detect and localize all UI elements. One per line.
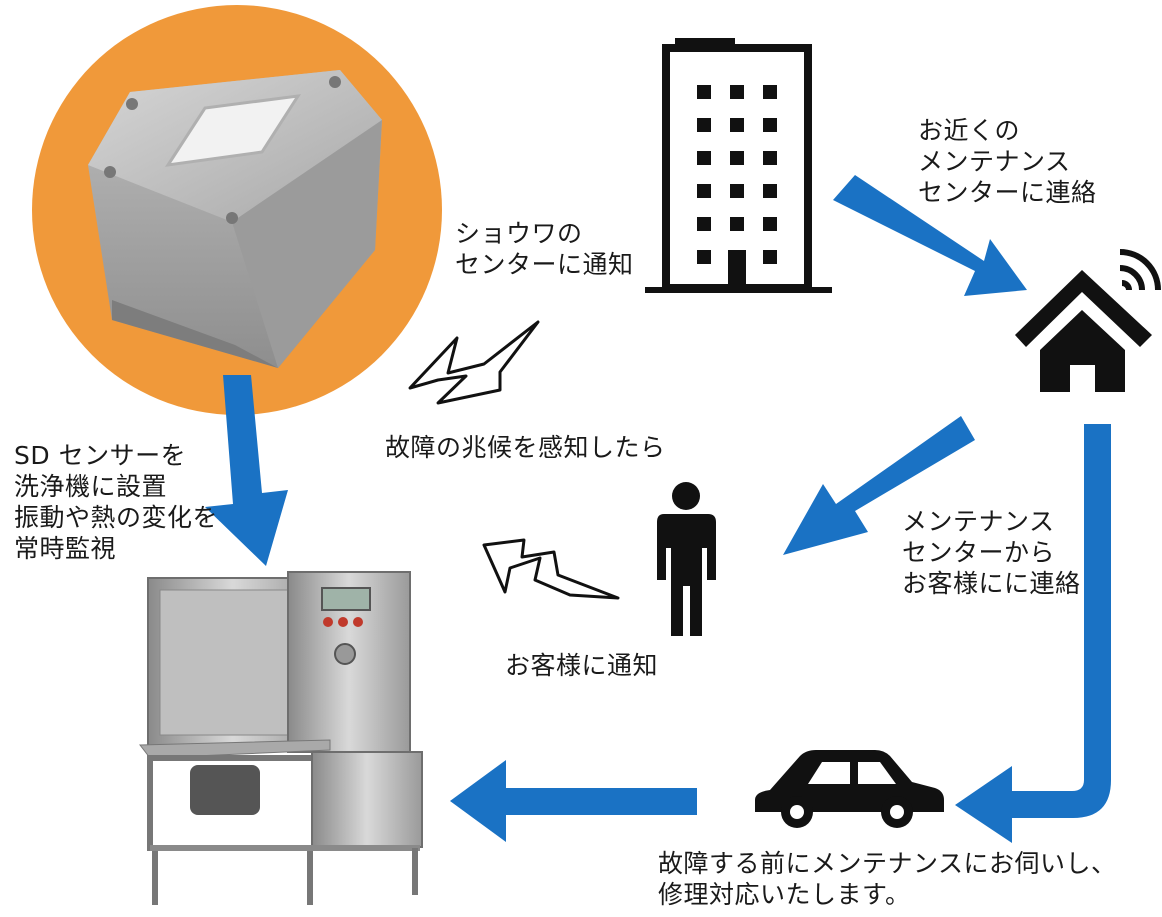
- arrow-building-to-home: [833, 175, 1027, 296]
- smart-home-icon: [1015, 249, 1161, 392]
- label-failure-sign-detected: 故障の兆候を感知したら: [385, 433, 666, 462]
- office-building-icon: [645, 38, 832, 293]
- label-showa-center-notify: ショウワの センターに通知: [455, 219, 634, 279]
- car-icon: [755, 750, 944, 828]
- arrow-home-to-person: [783, 416, 975, 555]
- lightning-bolt-icon: [408, 320, 540, 405]
- arrow-car-to-machine: [450, 760, 697, 842]
- label-repair-visit: 故障する前にメンテナンスにお伺いし、 修理対応いたします。: [658, 849, 1117, 909]
- arrow-sensor-to-machine: [205, 375, 288, 566]
- sensor-box-image: [32, 5, 442, 415]
- label-nearby-maintenance-contact: お近くの メンテナンス センターに連絡: [918, 116, 1097, 207]
- dishwasher-machine-image: [139, 571, 423, 905]
- label-sensor-installation: SD センサーを 洗浄機に設置 振動や熱の変化を 常時監視: [14, 441, 219, 563]
- person-icon: [657, 482, 716, 636]
- arrow-home-to-car: [955, 424, 1111, 843]
- lightning-bolt-icon: [482, 538, 620, 600]
- label-maintenance-to-customer: メンテナンス センターから お客様にに連絡: [902, 507, 1081, 598]
- label-notify-customer: お客様に通知: [505, 651, 659, 680]
